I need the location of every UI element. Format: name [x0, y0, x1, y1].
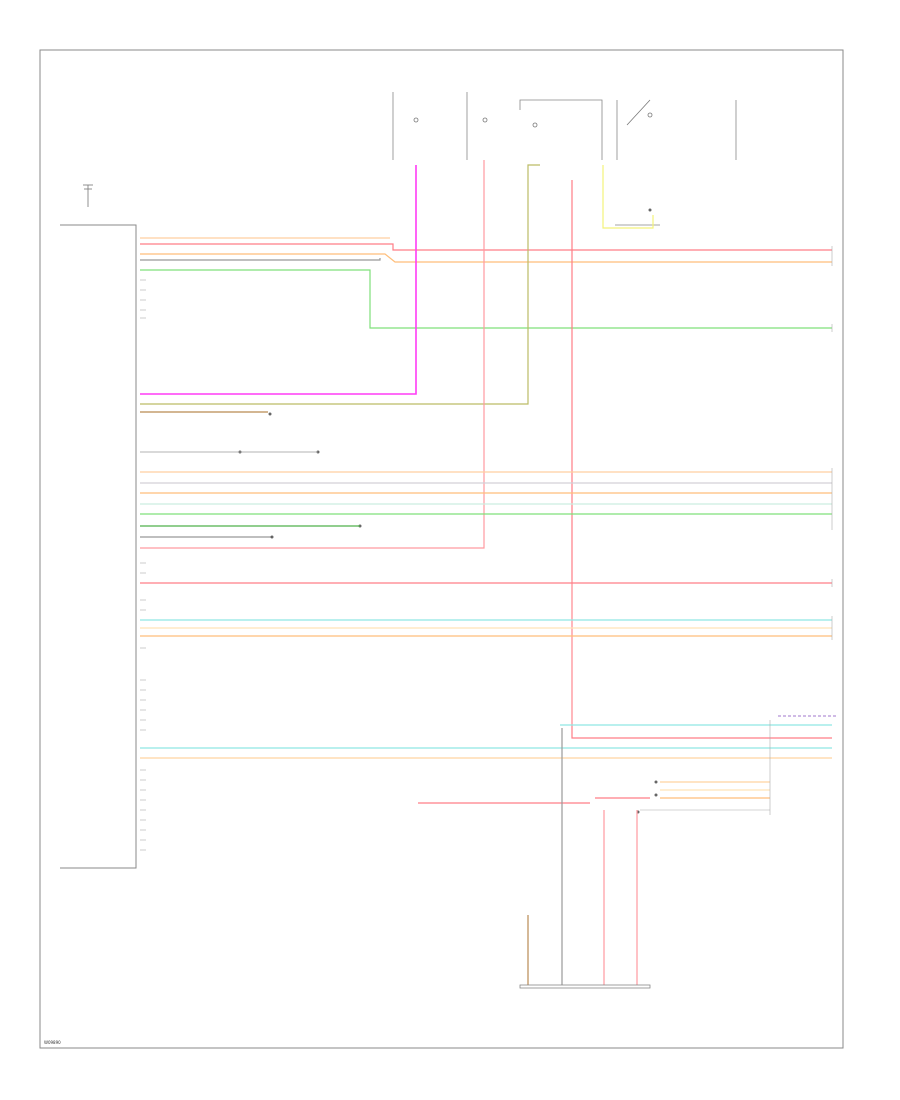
diagram-id: W09890 [44, 1040, 61, 1045]
bottom-connector [519, 984, 651, 989]
diagram-frame [39, 49, 844, 1049]
fuse-icons [413, 99, 653, 128]
right-connector-ticks [769, 246, 833, 815]
antenna-icon [83, 184, 93, 207]
ground-icons [238, 208, 658, 814]
fuse-panel-lines [392, 92, 737, 226]
wires [140, 160, 836, 985]
radio-unit-box [60, 224, 137, 869]
pin-markers [140, 279, 146, 851]
